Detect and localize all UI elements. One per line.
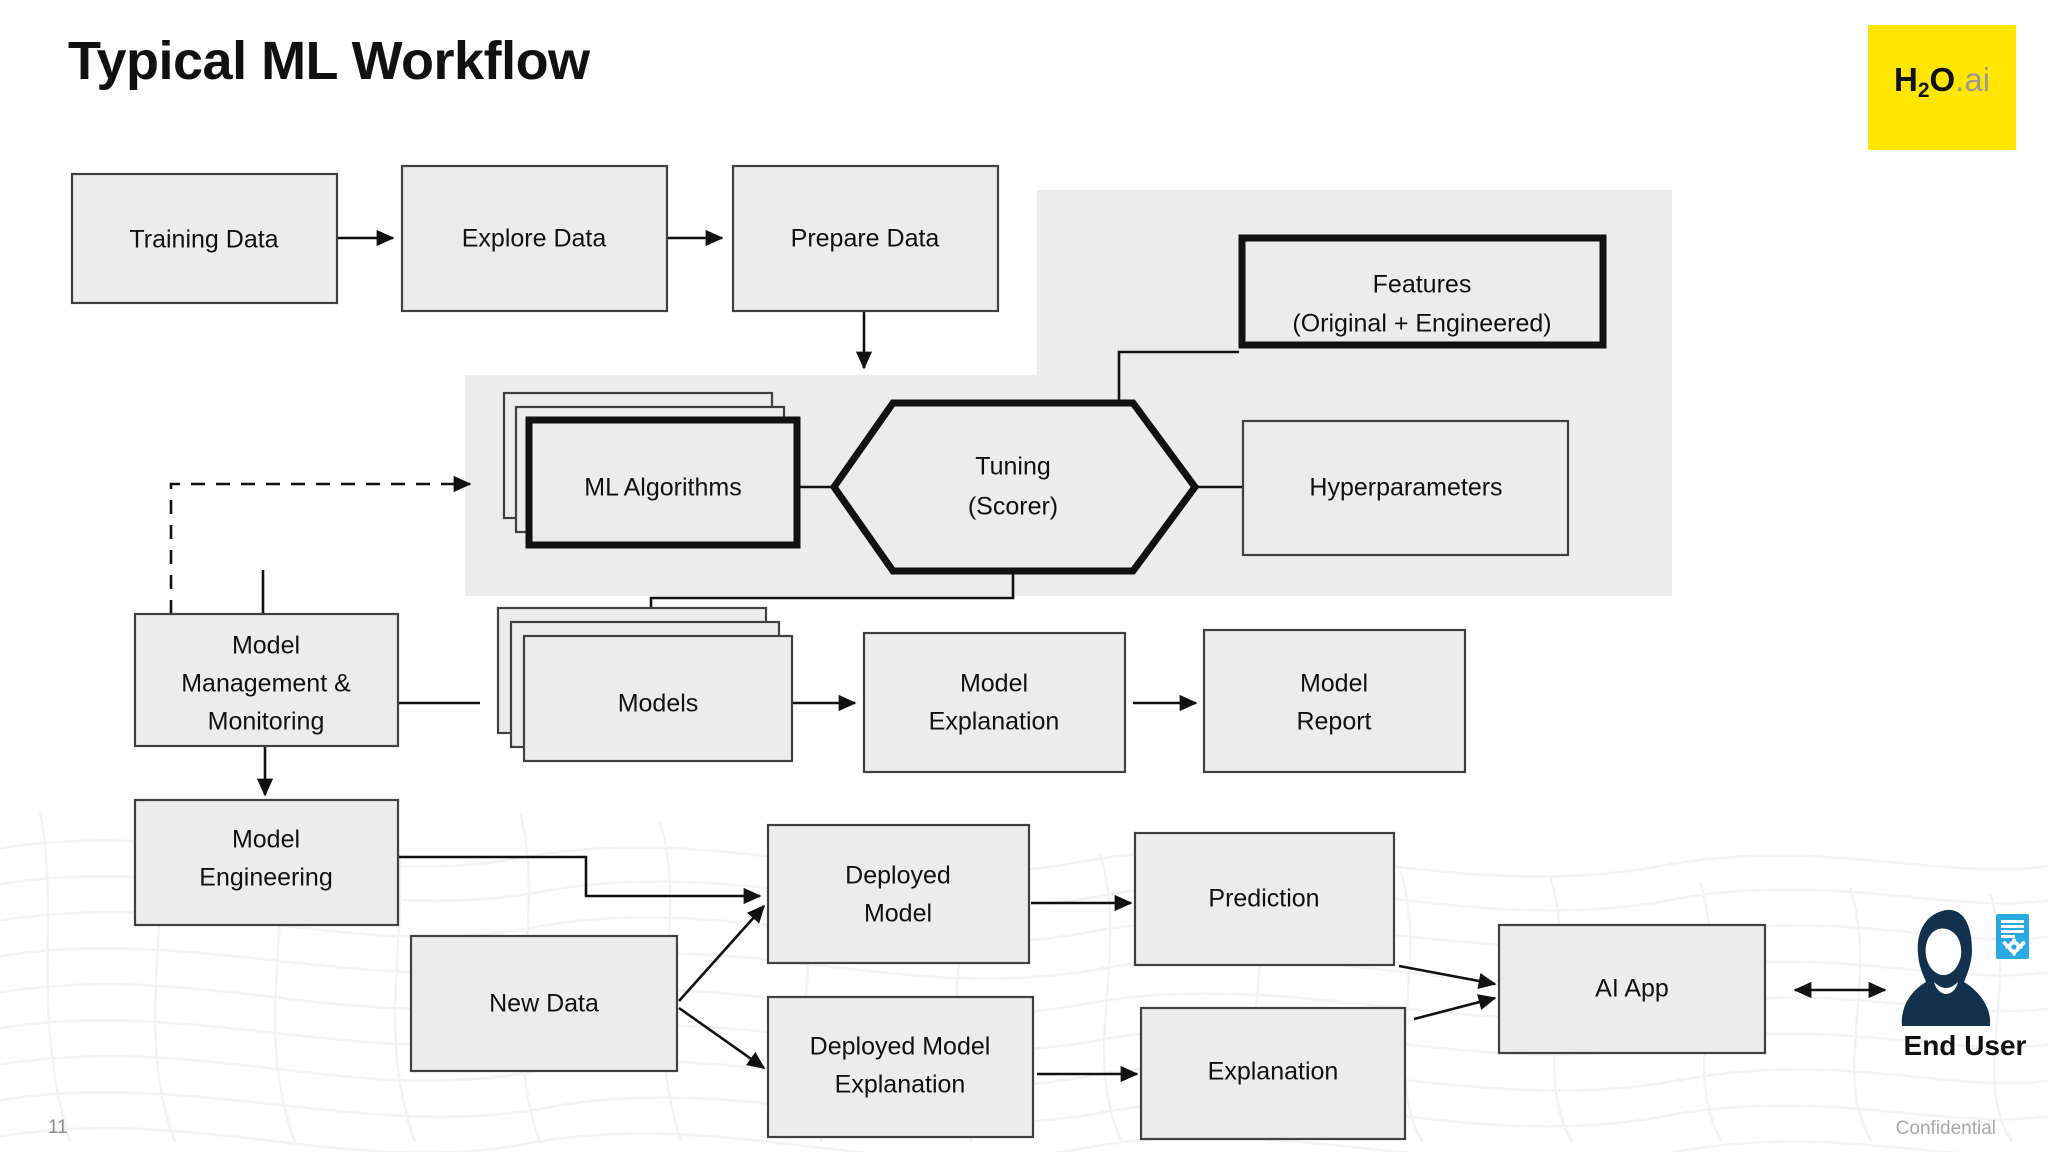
node-prepare-data-label: Prepare Data <box>791 225 940 253</box>
confidential-label: Confidential <box>1895 1118 1996 1139</box>
page-title: Typical ML Workflow <box>68 31 590 91</box>
node-deployed-model-explanation-label-line1: Deployed Model <box>810 1033 991 1061</box>
logo-o: O <box>1929 61 1956 98</box>
end-user-icon <box>1901 909 2029 1026</box>
connector-prediction-to-ai-app <box>1398 964 1497 989</box>
node-model-management-label-line2: Management & <box>181 670 351 698</box>
node-features-label-line2: (Original + Engineered) <box>1292 310 1551 338</box>
node-training-data-label: Training Data <box>129 226 278 254</box>
node-model-explanation[interactable]: Model Explanation <box>862 631 1127 774</box>
node-hyperparameters[interactable]: Hyperparameters <box>1241 419 1570 557</box>
h2o-ai-logo: H2O.ai <box>1868 25 2016 150</box>
node-model-explanation-label-line2: Explanation <box>929 708 1060 736</box>
node-model-management-label-line3: Monitoring <box>208 708 325 736</box>
node-model-report-label-line1: Model <box>1300 670 1368 698</box>
node-deployed-model-label-line1: Deployed <box>845 862 951 890</box>
node-explanation[interactable]: Explanation <box>1139 1006 1407 1141</box>
node-model-management-monitoring[interactable]: Model Management & Monitoring <box>133 612 400 748</box>
node-model-report[interactable]: Model Report <box>1202 628 1467 774</box>
node-ml-algorithms-label: ML Algorithms <box>584 474 741 502</box>
node-deployed-model-explanation-label-line2: Explanation <box>835 1071 966 1099</box>
node-model-explanation-label-line1: Model <box>960 670 1028 698</box>
node-prediction-label: Prediction <box>1208 885 1319 913</box>
node-model-management-label-line1: Model <box>232 632 300 660</box>
logo-ai-suffix: .ai <box>1955 61 1991 98</box>
node-tuning-scorer[interactable]: Tuning (Scorer) <box>829 399 1200 575</box>
node-prediction[interactable]: Prediction <box>1133 831 1396 967</box>
node-explanation-label: Explanation <box>1208 1058 1339 1086</box>
node-deployed-model-explanation[interactable]: Deployed Model Explanation <box>766 995 1035 1139</box>
node-ml-algorithms[interactable]: ML Algorithms <box>502 391 801 549</box>
person-silhouette <box>1901 909 1991 1026</box>
node-features-label-line1: Features <box>1373 271 1472 299</box>
logo-h: H <box>1893 61 1918 98</box>
connector-explanation-to-ai-app <box>1413 994 1497 1021</box>
node-ai-app[interactable]: AI App <box>1497 923 1767 1055</box>
end-user-label: End User <box>1903 1030 2027 1061</box>
page-number: 11 <box>48 1117 68 1138</box>
node-explore-data-label: Explore Data <box>462 225 607 253</box>
node-new-data[interactable]: New Data <box>409 934 679 1073</box>
node-hyperparameters-label: Hyperparameters <box>1309 474 1502 502</box>
node-model-engineering-label-line1: Model <box>232 826 300 854</box>
connector-new-data-to-deployed-model-explanation <box>678 1006 766 1070</box>
connector-model-engineering-to-deployed-model <box>394 855 762 905</box>
logo-wordmark: H2O.ai <box>1868 61 2016 101</box>
node-models[interactable]: Models <box>496 606 794 763</box>
document-settings-badge-icon <box>1996 914 2029 959</box>
node-ai-app-label: AI App <box>1595 975 1669 1003</box>
node-tuning-label-line2: (Scorer) <box>968 493 1058 521</box>
node-model-engineering[interactable]: Model Engineering <box>133 798 400 927</box>
connector-model-management-to-mlalgorithms-dashed <box>169 475 472 614</box>
node-models-label: Models <box>618 690 699 718</box>
node-deployed-model[interactable]: Deployed Model <box>766 823 1031 965</box>
node-features[interactable]: Features (Original + Engineered) <box>1238 234 1607 349</box>
node-model-engineering-label-line2: Engineering <box>199 864 332 892</box>
logo-subscript-2: 2 <box>1917 79 1930 102</box>
node-new-data-label: New Data <box>489 990 599 1018</box>
connector-new-data-to-deployed-model <box>678 904 766 1002</box>
node-training-data[interactable]: Training Data <box>70 172 339 305</box>
node-tuning-label-line1: Tuning <box>975 453 1051 481</box>
node-deployed-model-label-line2: Model <box>864 900 932 928</box>
node-prepare-data[interactable]: Prepare Data <box>731 164 1000 313</box>
node-explore-data[interactable]: Explore Data <box>400 164 669 313</box>
node-model-report-label-line2: Report <box>1296 708 1371 736</box>
